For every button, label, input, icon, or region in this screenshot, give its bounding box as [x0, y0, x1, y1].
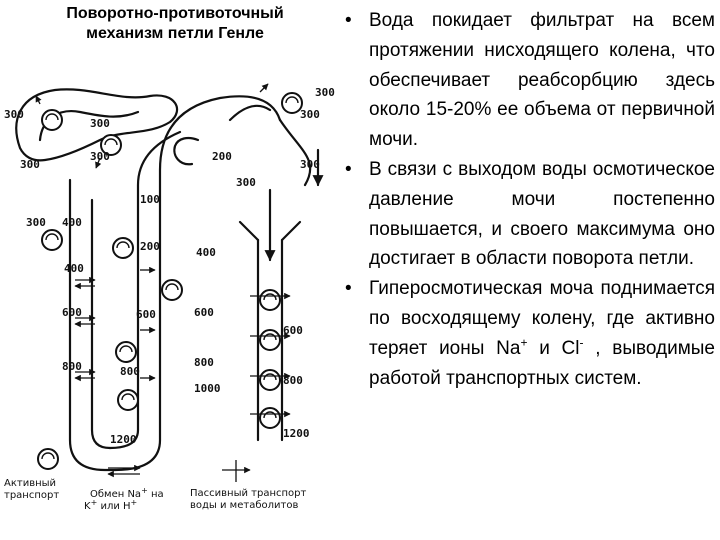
pump-4: [41, 229, 63, 251]
pump-9: [259, 289, 281, 311]
osm-label: 300: [26, 216, 46, 229]
osm-label: 300: [300, 108, 320, 121]
osm-label: 400: [64, 262, 84, 275]
bullet-text-part: Гиперосмотическая моча поднимается по во…: [369, 278, 715, 359]
pump-3: [281, 92, 303, 114]
pump-1: [41, 109, 63, 131]
osm-label: 400: [196, 246, 216, 259]
bullet-text-part: и Cl: [527, 337, 580, 359]
proximal-tubule-outer: [15, 88, 179, 162]
osm-label: 300: [90, 117, 110, 130]
pump-7: [115, 341, 137, 363]
superscript-plus: +: [520, 335, 528, 350]
collecting-duct-branch-right: [280, 220, 302, 242]
osm-label: 400: [62, 216, 82, 229]
osm-label: 800: [283, 374, 303, 387]
henle-loop-diagram: 300 300 300 300 300 300 300 300 200 300 …: [4, 83, 335, 512]
legend-pump-icon: [37, 448, 59, 470]
osm-label: 1200: [283, 427, 310, 440]
diagram-title: Поворотно-противоточный механизм петли Г…: [0, 4, 350, 44]
c-shaped-tubule: [173, 136, 200, 166]
collecting-duct-branch-left: [238, 220, 260, 242]
bullet-text: Гиперосмотическая моча поднимается по во…: [369, 278, 715, 388]
osm-label: 600: [136, 308, 156, 321]
osm-label: 300: [236, 176, 256, 189]
osm-label: 200: [140, 240, 160, 253]
osm-label: 300: [300, 158, 320, 171]
descending-limb-inner: [90, 198, 112, 450]
title-line-2: механизм петли Генле: [86, 25, 264, 42]
osm-label: 300: [315, 86, 335, 99]
bullet-dot-icon: •: [345, 278, 352, 300]
ascending-limb-inner: [108, 130, 182, 450]
pump-2: [100, 134, 122, 156]
bullet-list: • Вода покидает фильтрат на всем протяже…: [343, 6, 715, 393]
osm-label: 600: [194, 306, 214, 319]
osm-label: 300: [20, 158, 40, 171]
pump-10: [259, 329, 281, 351]
osm-label: 800: [62, 360, 82, 373]
bullet-item: • Гиперосмотическая моча поднимается по …: [343, 274, 715, 393]
bullet-dot-icon: •: [345, 10, 352, 31]
osm-label: 1200: [110, 433, 137, 446]
pump-6: [161, 279, 183, 301]
bullet-item: • В связи с выходом воды осмотическое да…: [343, 155, 715, 274]
title-line-1: Поворотно-противоточный: [66, 5, 284, 22]
osmolarity-labels: 300 300 300 300 300 300 300 300 200 300 …: [4, 86, 335, 446]
osm-label: 300: [4, 108, 24, 121]
bullet-item: • Вода покидает фильтрат на всем протяже…: [343, 6, 715, 155]
osm-label: 600: [283, 324, 303, 337]
osm-label: 300: [90, 150, 110, 163]
osm-label: 800: [194, 356, 214, 369]
pump-8: [117, 389, 139, 411]
osm-label: 200: [212, 150, 232, 163]
osm-label: 800: [120, 365, 140, 378]
distal-tubule-return: [228, 104, 272, 122]
pump-5: [112, 237, 134, 259]
bullet-dot-icon: •: [345, 158, 352, 180]
osm-label: 100: [140, 193, 160, 206]
bullet-text: В связи с выходом воды осмотическое давл…: [369, 158, 715, 270]
bullet-text-part: , выводимые работой транспортных систем.: [369, 337, 715, 389]
superscript-minus: -: [579, 335, 584, 350]
descending-limb-outer: [68, 178, 117, 472]
pump-11: [259, 369, 281, 391]
bullet-text: Вода покидает фильтрат на всем протяжени…: [369, 10, 715, 151]
ascending-limb-outer: [113, 95, 282, 472]
osm-label: 1000: [194, 382, 221, 395]
legend-exchange: Обмен Na+ на K+ или H+: [84, 486, 167, 512]
pump-12: [259, 407, 281, 429]
osm-label: 600: [62, 306, 82, 319]
distal-tubule: [278, 118, 312, 187]
